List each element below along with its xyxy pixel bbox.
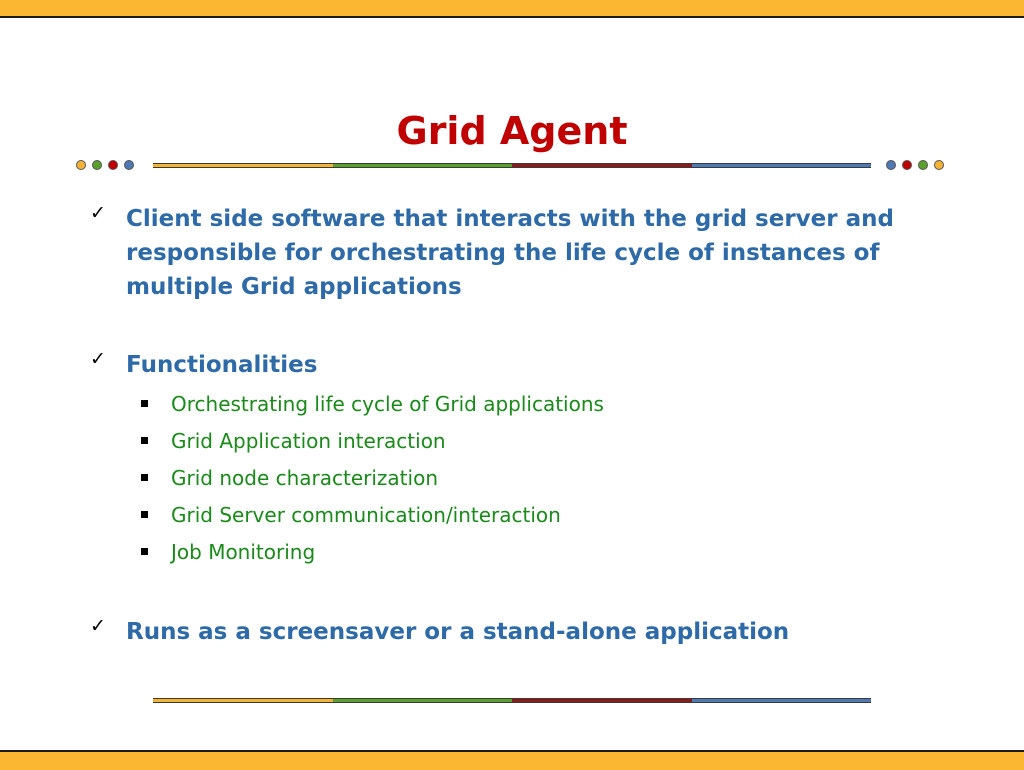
square-bullet-icon: [141, 474, 148, 481]
bottom-band: [0, 750, 1024, 770]
slide-title: Grid Agent: [396, 109, 628, 153]
dot-icon: [92, 160, 102, 170]
bullet-text: Runs as a screensaver or a stand-alone a…: [126, 619, 790, 645]
decorative-dots-right: [886, 160, 944, 172]
dot-icon: [886, 160, 896, 170]
sub-item-text: Grid Application interaction: [171, 429, 446, 453]
checkmark-icon: ✓: [90, 615, 106, 637]
dot-icon: [108, 160, 118, 170]
top-band: [0, 0, 1024, 18]
bullet-text: Functionalities: [126, 352, 318, 378]
bottom-divider: [153, 698, 871, 703]
dot-icon: [76, 160, 86, 170]
dot-icon: [934, 160, 944, 170]
square-bullet-icon: [141, 548, 148, 555]
decorative-dots-left: [76, 160, 134, 172]
dot-icon: [902, 160, 912, 170]
bullet-text: Client side software that interacts with…: [126, 206, 894, 300]
dot-icon: [124, 160, 134, 170]
sub-item-text: Grid node characterization: [171, 466, 438, 490]
checkmark-icon: ✓: [90, 202, 106, 224]
sub-item-text: Grid Server communication/interaction: [171, 503, 561, 527]
dot-icon: [918, 160, 928, 170]
square-bullet-icon: [141, 437, 148, 444]
square-bullet-icon: [141, 400, 148, 407]
checkmark-icon: ✓: [90, 348, 106, 370]
sub-item-text: Job Monitoring: [171, 540, 316, 564]
square-bullet-icon: [141, 511, 148, 518]
title-divider: [153, 163, 871, 168]
sub-item-text: Orchestrating life cycle of Grid applica…: [171, 392, 604, 416]
